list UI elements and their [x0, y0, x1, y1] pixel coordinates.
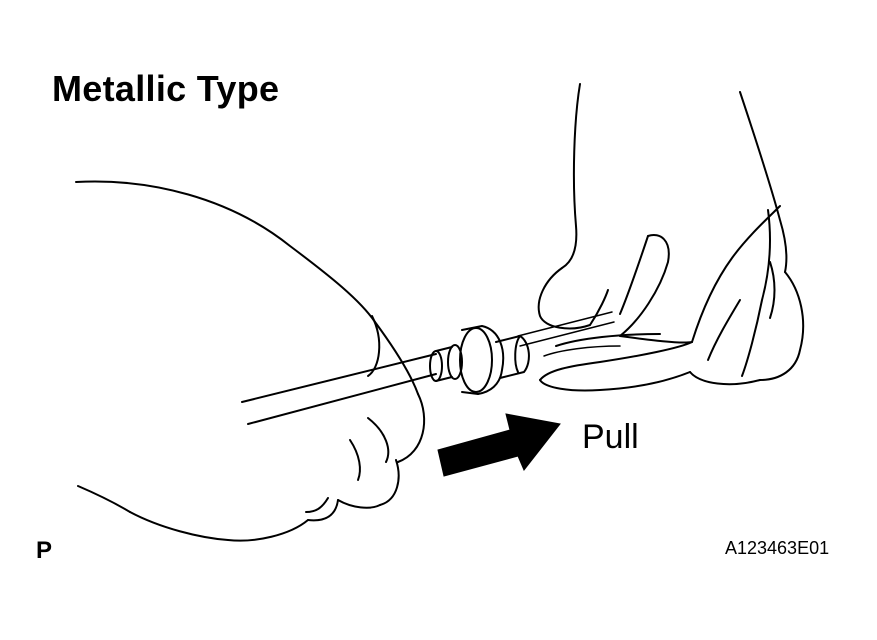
- quick-connector: [429, 325, 530, 395]
- corner-mark: P: [36, 537, 53, 564]
- right-hand: [537, 83, 805, 392]
- diagram-title: Metallic Type: [52, 68, 280, 109]
- pull-label: Pull: [582, 418, 639, 456]
- left-hand: [75, 180, 426, 542]
- figure-code: A123463E01: [725, 538, 830, 558]
- fuel-line: [241, 311, 615, 425]
- pull-arrow: [437, 413, 561, 477]
